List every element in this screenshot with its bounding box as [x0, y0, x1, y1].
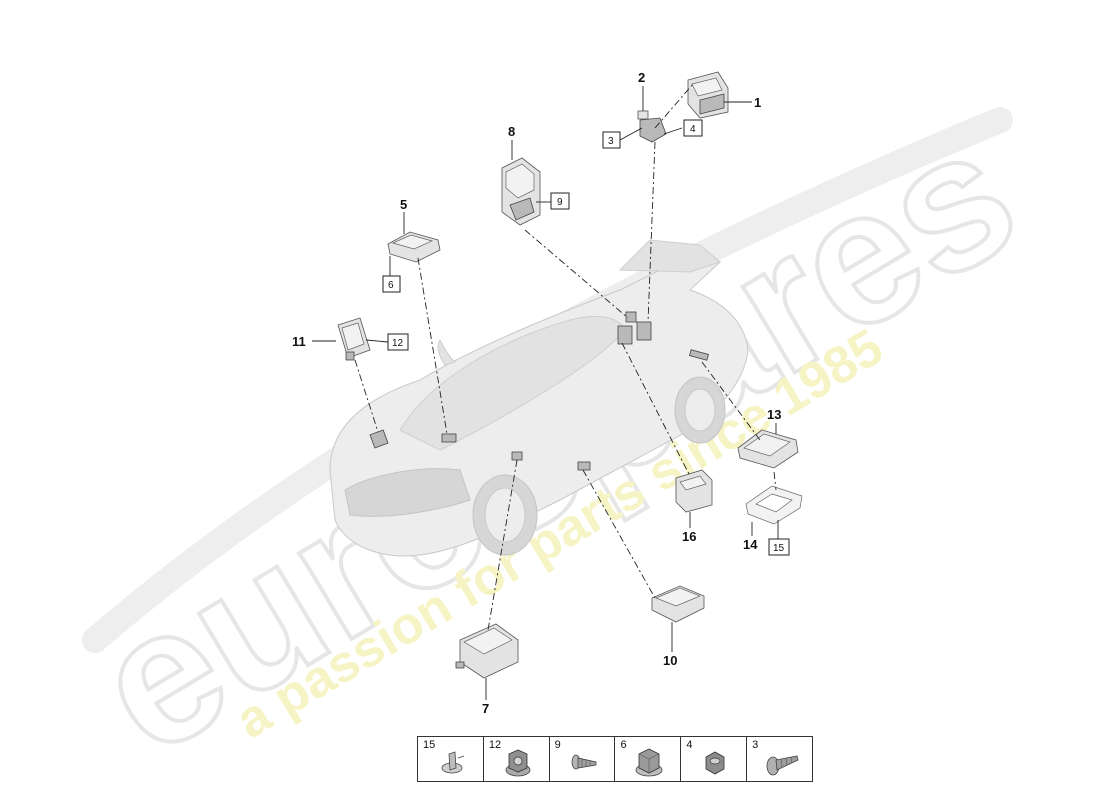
- part-2-clip: [637, 110, 649, 120]
- callout-13: 13: [767, 407, 781, 422]
- legend-number: 15: [423, 739, 436, 751]
- part-11-control-unit: [337, 317, 371, 361]
- hex-nut-small-icon: [705, 751, 725, 775]
- legend-cell-12: 12: [484, 737, 550, 781]
- hex-nut-icon: [636, 748, 663, 777]
- callout-10: 10: [663, 653, 677, 668]
- legend-number: 3: [752, 739, 759, 751]
- legend-number: 4: [686, 739, 693, 751]
- part-13-module: [737, 429, 799, 469]
- callout-2: 2: [638, 70, 645, 85]
- callout-11: 11: [292, 334, 306, 349]
- legend-cell-3: 3: [747, 737, 812, 781]
- legend-number: 12: [488, 739, 502, 751]
- callout-8: 8: [508, 124, 515, 139]
- part-8-control-unit: [501, 157, 541, 226]
- mounted-modules: [369, 311, 709, 471]
- callout-16: 16: [682, 529, 696, 544]
- legend-number: 6: [620, 739, 627, 751]
- leader-lines: [312, 86, 779, 700]
- part-10-control-unit: [651, 585, 705, 623]
- callout-5: 5: [400, 197, 407, 212]
- bracket: [639, 117, 667, 143]
- boxed-callouts: 3 4 6 9 12 15: [382, 119, 790, 556]
- legend-cell-4: 4: [681, 737, 748, 781]
- part-14-bracket: [745, 485, 803, 525]
- callout-labels: 1 2 5 7 8 10 11 13 14 16: [292, 70, 781, 716]
- boxed-callout-15: 15: [773, 543, 785, 554]
- boxed-callout-12: 12: [392, 338, 404, 349]
- legend-number: 9: [554, 739, 561, 751]
- legend-cell-15: 15: [418, 737, 484, 781]
- flange-bolt-icon: [766, 755, 799, 776]
- part-16-control-unit: [675, 469, 713, 513]
- boxed-callout-6: 6: [388, 280, 394, 291]
- legend-cell-9: 9: [550, 737, 616, 781]
- self-tapping-screw-icon: [571, 754, 597, 770]
- boxed-callout-4: 4: [690, 124, 696, 135]
- part-5-control-unit: [387, 231, 441, 263]
- callout-14: 14: [743, 537, 758, 552]
- push-rivet-icon: [441, 751, 465, 774]
- assembly-lines: [354, 83, 777, 631]
- legend-cell-6: 6: [615, 737, 682, 781]
- flange-nut-icon: [505, 749, 531, 777]
- part-1-control-unit: [687, 71, 729, 119]
- callout-1: 1: [754, 95, 761, 110]
- fastener-legend: 15 12 9 6 4: [417, 736, 813, 782]
- callout-7: 7: [482, 701, 489, 716]
- boxed-callout-9: 9: [557, 197, 563, 208]
- boxed-callout-3: 3: [608, 136, 614, 147]
- part-7-control-unit: [455, 623, 519, 679]
